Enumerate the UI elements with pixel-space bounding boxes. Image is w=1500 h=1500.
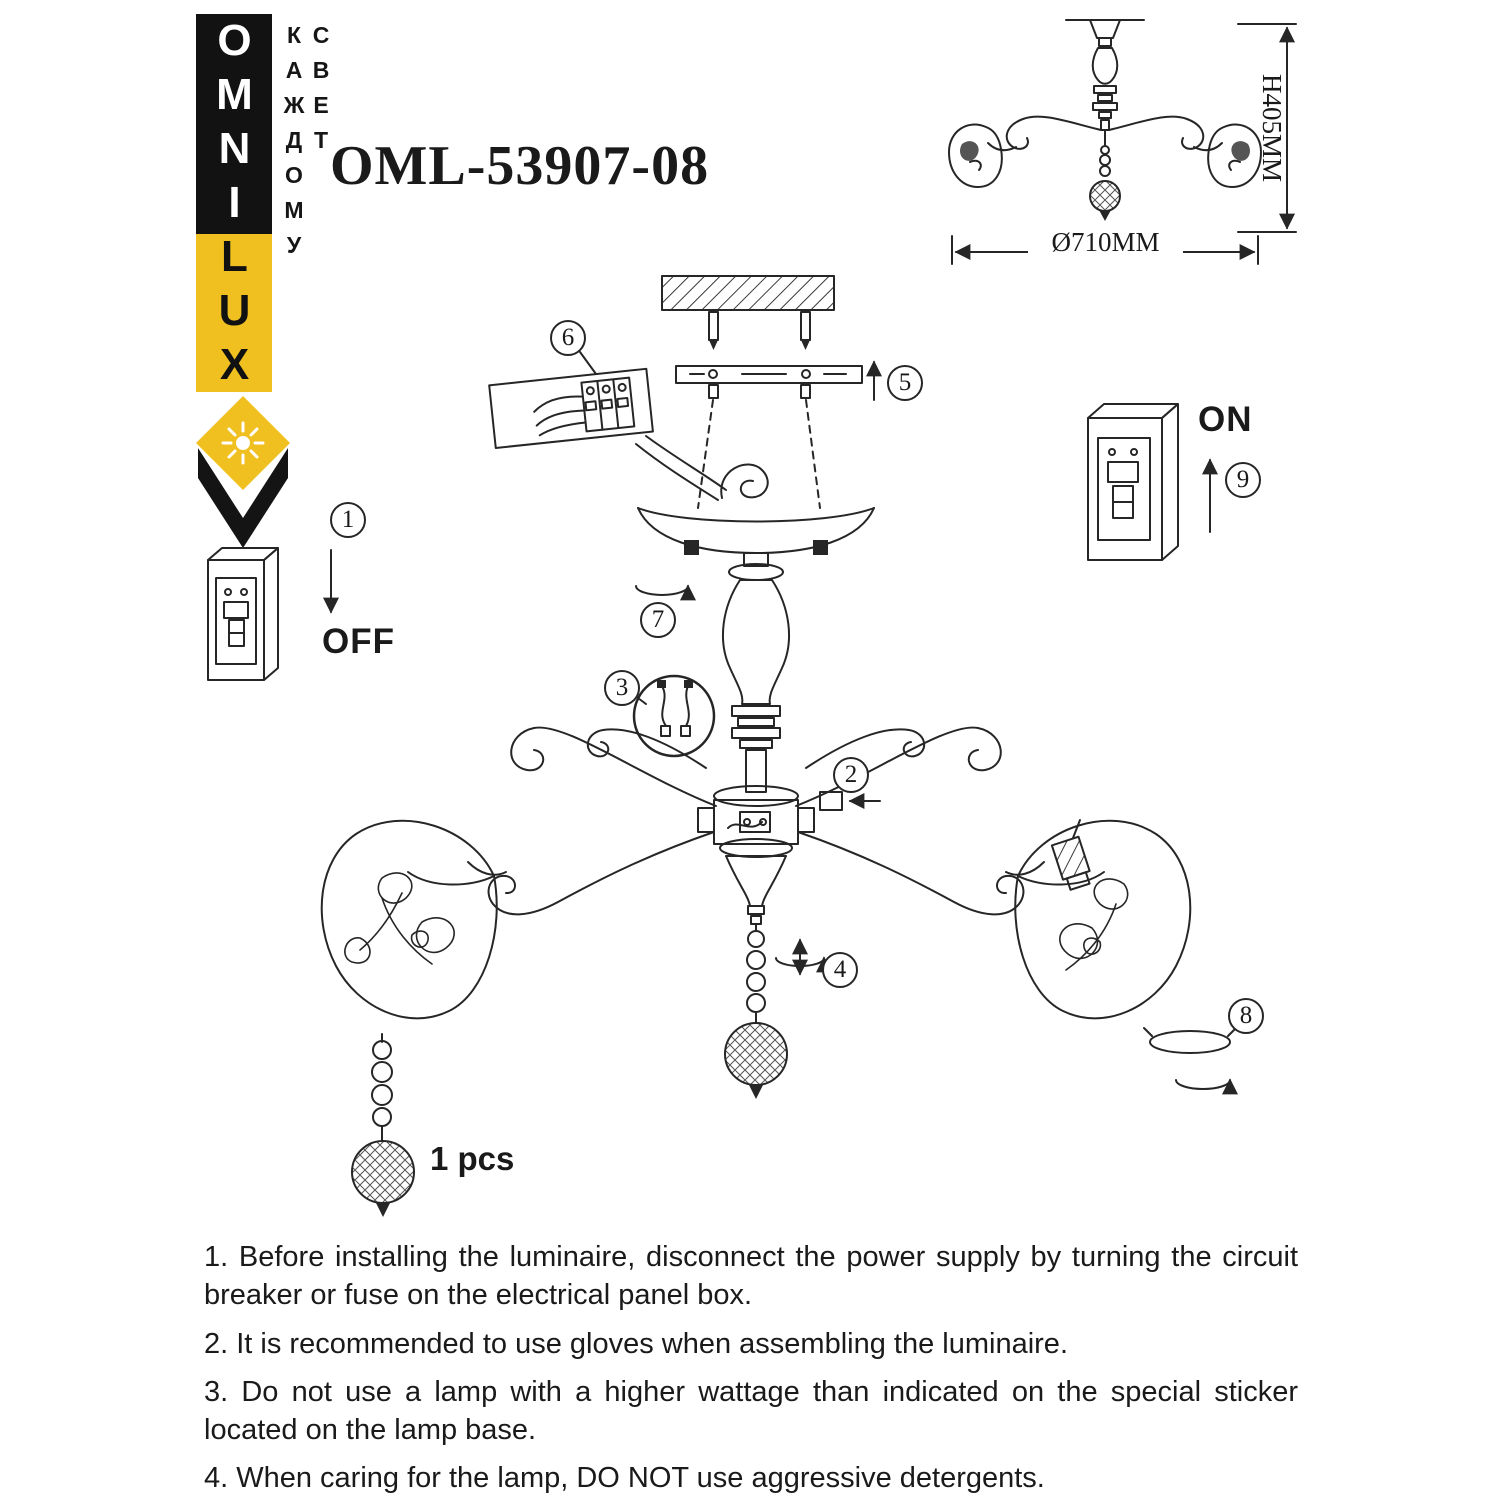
step-marker-6: 6: [550, 320, 586, 356]
step-marker-9: 9: [1225, 462, 1261, 498]
on-switch-drawing: [1087, 403, 1218, 561]
pendant-chain-main: [724, 923, 788, 1099]
wire-connector-drawing: [488, 367, 654, 449]
brand-diamond-logo: [196, 396, 290, 548]
step-marker-5: 5: [887, 365, 923, 401]
spare-chain-drawing: [351, 1033, 415, 1217]
ceiling-mount-drawing: [661, 275, 882, 509]
instruction-item-4: 4. When caring for the lamp, DO NOT use …: [204, 1462, 1045, 1495]
on-label: ON: [1198, 400, 1253, 439]
rotation-arrows: [635, 584, 1238, 1095]
instruction-item-2: 2. It is recommended to use gloves when …: [204, 1327, 1068, 1360]
instruction-item-1: 1. Before installing the luminaire, disc…: [204, 1241, 1298, 1312]
instruction-item-3: 3. Do not use a lamp with a higher watta…: [204, 1375, 1298, 1447]
brand-logo-bar: OMNI LUX: [196, 14, 272, 394]
supply-wires-drawing: [579, 351, 769, 501]
model-number-title: OML-53907-08: [330, 135, 710, 197]
off-switch-drawing: [207, 547, 339, 681]
step-marker-2: 2: [833, 757, 869, 793]
off-label: OFF: [322, 622, 395, 661]
mini-chandelier-drawing: [948, 19, 1262, 221]
arm-insert-arrow: [819, 791, 881, 811]
step-marker-4: 4: [822, 952, 858, 988]
height-dimension-label: H405MM: [1257, 74, 1287, 183]
wire-detail-drawing: [632, 674, 716, 758]
diameter-dimension-label: Ø710MM: [1028, 227, 1183, 258]
arms-and-shades-drawing: [320, 726, 1237, 1054]
step-marker-3: 3: [604, 670, 640, 706]
brand-omni-text: OMNI: [210, 16, 259, 232]
step-marker-8: 8: [1228, 998, 1264, 1034]
quantity-label: 1 pcs: [430, 1140, 515, 1177]
brand-name-bottom: LUX: [196, 232, 272, 394]
canopy-column-drawing: [637, 507, 875, 925]
brand-lux-text: LUX: [210, 232, 259, 394]
step-marker-7: 7: [640, 602, 676, 638]
step-marker-1: 1: [330, 502, 366, 538]
instructions-block: 1. Before installing the luminaire, disc…: [204, 1238, 1298, 1498]
brand-tagline: СВЕТ КАЖДОМУ: [281, 22, 334, 267]
brand-name-top: OMNI: [196, 14, 272, 234]
